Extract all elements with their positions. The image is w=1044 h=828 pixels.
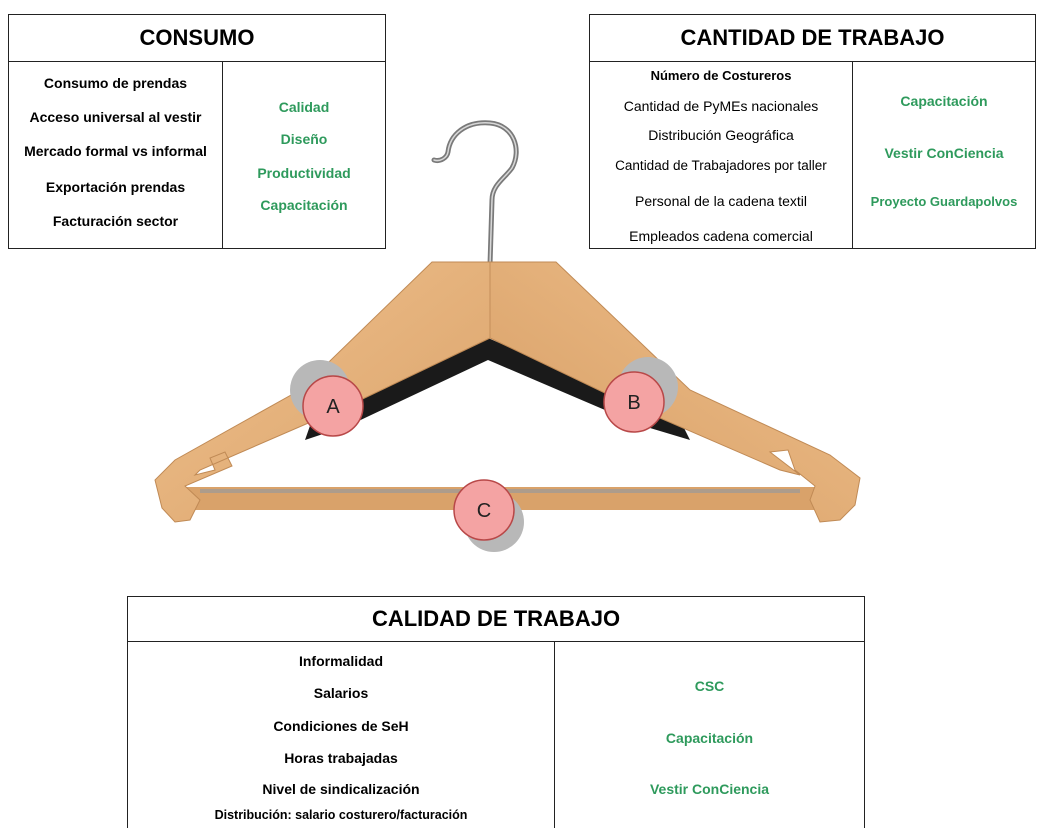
calidad-box: CALIDAD DE TRABAJO Informalidad Salarios… — [127, 596, 865, 828]
calidad-item: Informalidad — [298, 653, 383, 669]
consumo-action: Calidad — [278, 99, 330, 115]
consumo-title: CONSUMO — [9, 15, 385, 62]
cantidad-item: Cantidad de PyMEs nacionales — [623, 98, 819, 114]
cantidad-item: Distribución Geográfica — [648, 127, 794, 143]
consumo-action: Diseño — [280, 131, 328, 147]
marker-a-label: A — [326, 396, 340, 418]
marker-a-circle — [302, 375, 364, 437]
calidad-item: Nivel de sindicalización — [262, 781, 420, 797]
marker-b-label: B — [627, 392, 640, 414]
hanger-hook — [431, 120, 519, 268]
calidad-title: CALIDAD DE TRABAJO — [128, 597, 864, 642]
cantidad-title: CANTIDAD DE TRABAJO — [590, 15, 1035, 62]
calidad-indicators: Informalidad Salarios Condiciones de SeH… — [128, 641, 554, 828]
consumo-item: Exportación prendas — [45, 179, 186, 195]
consumo-indicators: Consumo de prendas Acceso universal al v… — [9, 61, 222, 248]
cantidad-item: Cantidad de Trabajadores por taller — [615, 158, 827, 173]
calidad-item: Condiciones de SeH — [273, 718, 409, 734]
cantidad-box: CANTIDAD DE TRABAJO Número de Costureros… — [589, 14, 1036, 249]
consumo-item: Facturación sector — [52, 213, 179, 229]
cantidad-item: Personal de la cadena textil — [635, 193, 807, 209]
consumo-item: Consumo de prendas — [43, 75, 188, 91]
consumo-item: Acceso universal al vestir — [29, 109, 202, 125]
cantidad-actions: Capacitación Vestir ConCiencia Proyecto … — [852, 61, 1035, 248]
cantidad-item: Empleados cadena comercial — [629, 228, 813, 244]
calidad-action: Vestir ConCiencia — [649, 781, 770, 797]
marker-c-label: C — [477, 500, 491, 522]
marker-b-circle — [603, 371, 665, 433]
cantidad-item: Número de Costureros — [650, 68, 792, 83]
calidad-item: Distribución: salario costurero/facturac… — [214, 808, 468, 822]
consumo-box: CONSUMO Consumo de prendas Acceso univer… — [8, 14, 386, 249]
cantidad-action: Proyecto Guardapolvos — [870, 194, 1018, 209]
consumo-actions: Calidad Diseño Productividad Capacitació… — [222, 61, 385, 248]
cantidad-action: Capacitación — [900, 93, 988, 109]
consumo-action: Capacitación — [260, 197, 348, 213]
calidad-action: CSC — [694, 678, 725, 694]
consumo-action: Productividad — [257, 165, 351, 181]
calidad-item: Salarios — [313, 685, 369, 701]
calidad-item: Horas trabajadas — [284, 750, 398, 766]
calidad-action: Capacitación — [665, 730, 754, 746]
consumo-item: Mercado formal vs informal — [24, 143, 207, 159]
cantidad-action: Vestir ConCiencia — [884, 145, 1004, 161]
cantidad-indicators: Número de Costureros Cantidad de PyMEs n… — [590, 61, 852, 248]
marker-c-circle — [453, 479, 515, 541]
calidad-actions: CSC Capacitación Vestir ConCiencia — [554, 641, 864, 828]
